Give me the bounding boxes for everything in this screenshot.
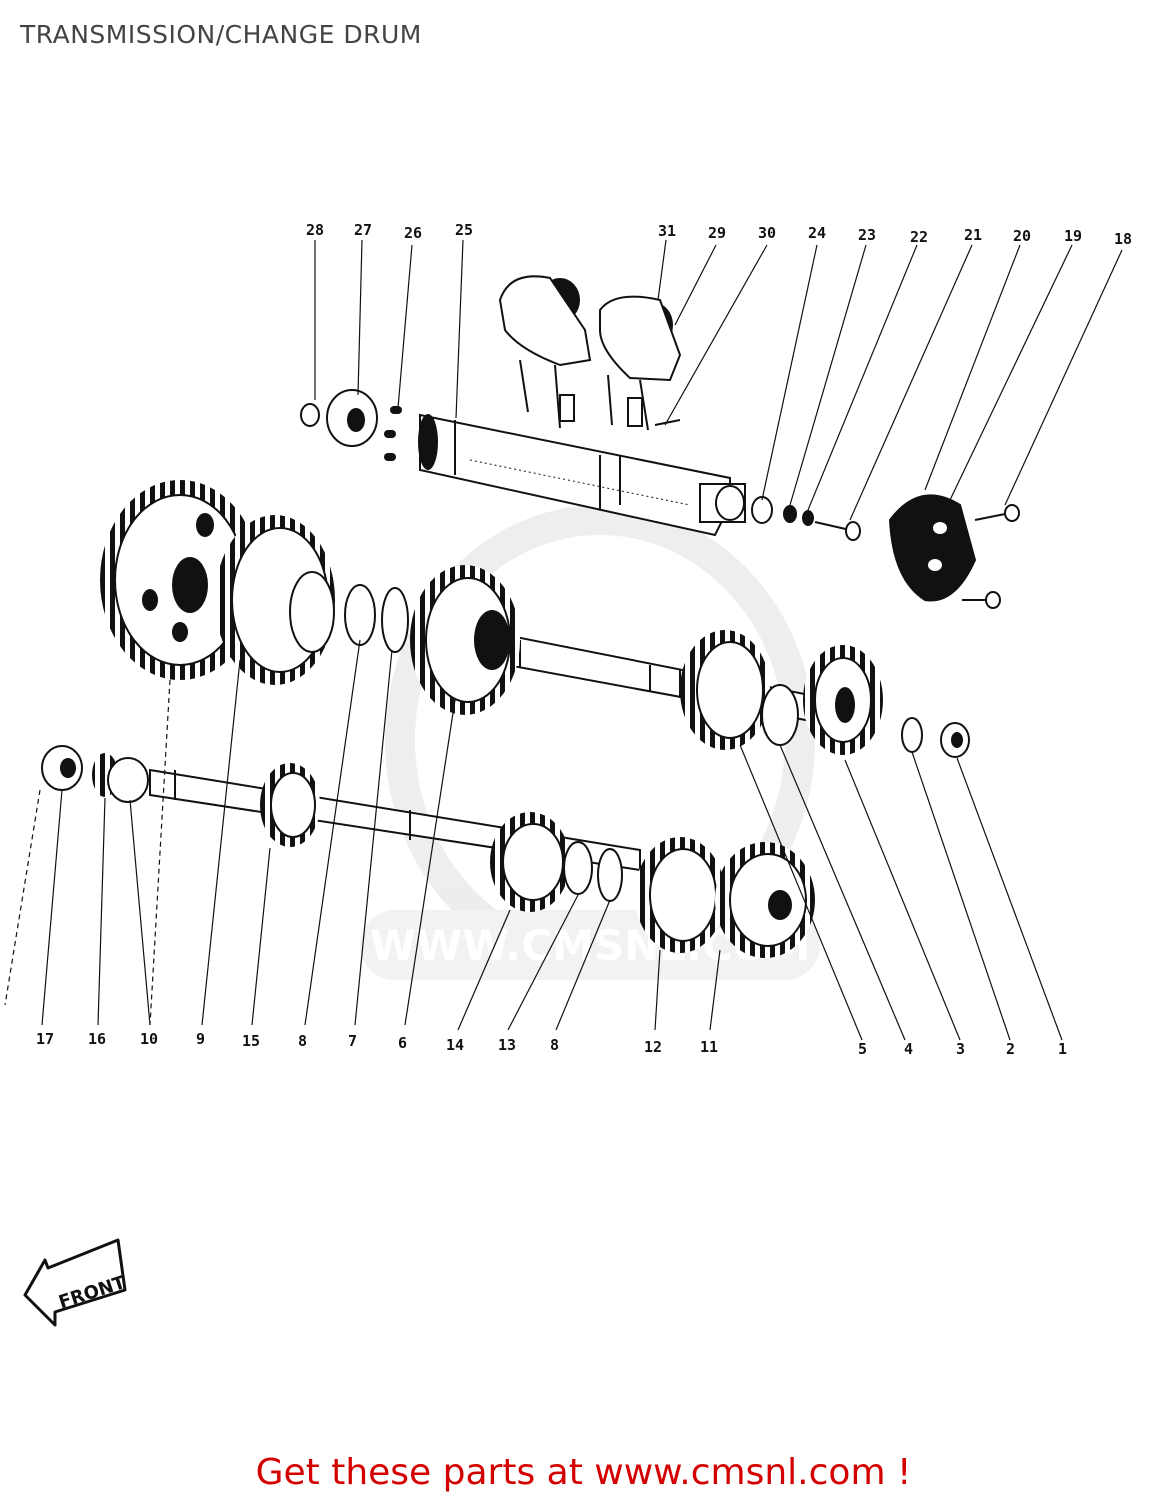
front-arrow-icon: FRONT bbox=[23, 1238, 129, 1327]
label-20: 20 bbox=[1013, 227, 1031, 245]
label-28: 28 bbox=[306, 221, 324, 239]
label-27: 27 bbox=[354, 221, 372, 239]
label-9: 9 bbox=[196, 1030, 205, 1048]
label-30: 30 bbox=[758, 224, 776, 242]
label-17: 17 bbox=[36, 1030, 54, 1048]
page-title: TRANSMISSION/CHANGE DRUM bbox=[20, 20, 422, 49]
label-25: 25 bbox=[455, 221, 473, 239]
label-4: 4 bbox=[904, 1040, 913, 1058]
label-24: 24 bbox=[808, 224, 826, 242]
output-shaft bbox=[100, 480, 970, 758]
label-26: 26 bbox=[404, 224, 422, 242]
label-10: 10 bbox=[140, 1030, 158, 1048]
label-14: 14 bbox=[446, 1036, 464, 1054]
label-12: 12 bbox=[644, 1038, 662, 1056]
label-29: 29 bbox=[708, 224, 726, 242]
label-18: 18 bbox=[1114, 230, 1132, 248]
label-22: 22 bbox=[910, 228, 928, 246]
leader-lines bbox=[4, 239, 1123, 1041]
stopper-plate bbox=[888, 494, 977, 602]
shift-fork-right bbox=[599, 295, 682, 431]
drum-small-parts bbox=[300, 389, 1020, 609]
label-11: 11 bbox=[700, 1038, 718, 1056]
label-6: 6 bbox=[398, 1034, 407, 1052]
main-shaft bbox=[41, 745, 815, 958]
label-21: 21 bbox=[964, 226, 982, 244]
change-drum bbox=[418, 413, 746, 537]
label-8b: 8 bbox=[550, 1036, 559, 1054]
label-15: 15 bbox=[242, 1032, 260, 1050]
label-13: 13 bbox=[498, 1036, 516, 1054]
footer-link-text[interactable]: Get these parts at www.cmsnl.com ! bbox=[255, 1452, 912, 1493]
label-5: 5 bbox=[858, 1040, 867, 1058]
label-8a: 8 bbox=[298, 1032, 307, 1050]
label-31: 31 bbox=[658, 222, 676, 240]
shift-fork-left bbox=[498, 275, 592, 429]
label-2: 2 bbox=[1006, 1040, 1015, 1058]
label-1: 1 bbox=[1058, 1040, 1067, 1058]
label-23: 23 bbox=[858, 226, 876, 244]
label-16: 16 bbox=[88, 1030, 106, 1048]
label-3: 3 bbox=[956, 1040, 965, 1058]
label-19: 19 bbox=[1064, 227, 1082, 245]
label-7: 7 bbox=[348, 1032, 357, 1050]
part-labels: 28 27 26 25 31 29 30 24 23 22 21 20 19 1… bbox=[36, 221, 1132, 1058]
